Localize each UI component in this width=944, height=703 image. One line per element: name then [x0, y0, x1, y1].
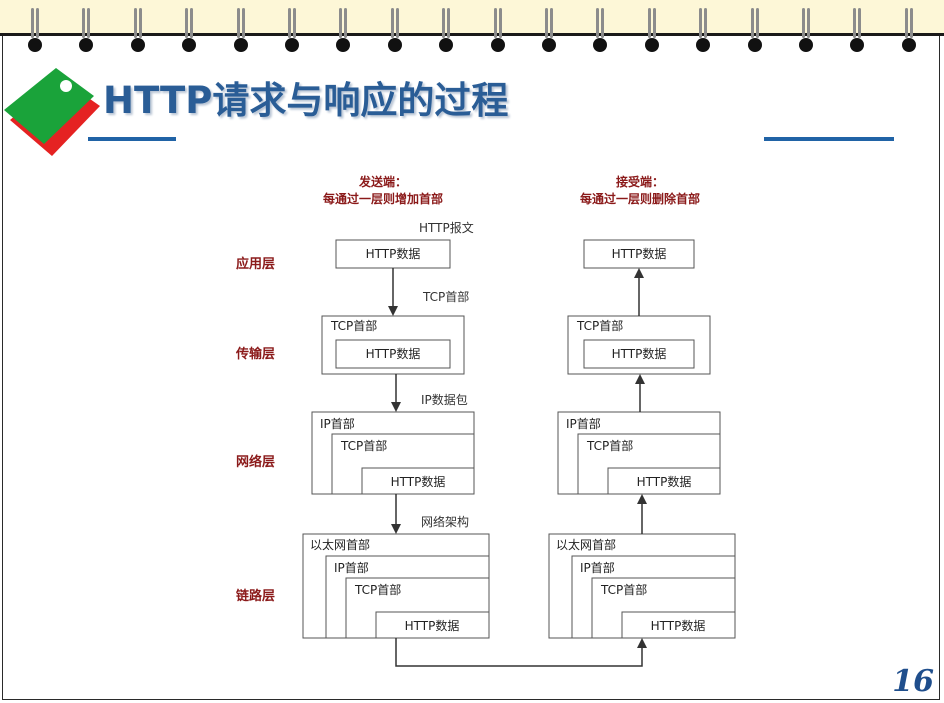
sender-network-tcp-text: TCP首部	[340, 438, 387, 453]
arrow-label-tcp-header: TCP首部	[422, 289, 469, 304]
receiver-network-tcp-text: TCP首部	[586, 438, 633, 453]
spiral-ring	[592, 8, 608, 54]
notebook-rule	[0, 33, 944, 36]
spiral-ring	[490, 8, 506, 54]
spiral-ring	[747, 8, 763, 54]
tag-icon	[4, 68, 100, 156]
receiver-link-http-text: HTTP数据	[651, 618, 706, 633]
sender-link-http-text: HTTP数据	[405, 618, 460, 633]
spiral-ring	[335, 8, 351, 54]
arrow-label-network-frame: 网络架构	[421, 514, 469, 529]
sender-caption: 每通过一层则增加首部	[323, 191, 443, 206]
spiral-ring	[849, 8, 865, 54]
sender-network-http-text: HTTP数据	[391, 474, 446, 489]
spiral-ring	[798, 8, 814, 54]
receiver-app-http-text: HTTP数据	[612, 246, 667, 261]
arrow-label-ip-packet: IP数据包	[421, 392, 468, 407]
page-number: 16	[892, 664, 934, 699]
sender-transport-http-text: HTTP数据	[366, 346, 421, 361]
sender-title: 发送端：	[358, 174, 407, 189]
receiver-title: 接受端：	[616, 174, 664, 189]
slide-border	[2, 36, 940, 700]
arrow-label-http-message: HTTP报文	[419, 220, 474, 235]
receiver-transport-http-text: HTTP数据	[612, 346, 667, 361]
title-underline-right	[764, 137, 894, 141]
spiral-ring	[130, 8, 146, 54]
sender-link-ip-text: IP首部	[334, 560, 369, 575]
receiver-link-eth-text: 以太网首部	[556, 537, 616, 552]
sender-app-http-text: HTTP数据	[366, 246, 421, 261]
notebook-top-band	[0, 0, 944, 33]
layer-label-application: 应用层	[236, 256, 275, 272]
spiral-ring	[438, 8, 454, 54]
layer-label-network: 网络层	[236, 454, 275, 470]
spiral-ring	[233, 8, 249, 54]
sender-transport-box	[321, 315, 465, 375]
sender-network-ip-text: IP首部	[320, 416, 355, 431]
spiral-ring	[387, 8, 403, 54]
receiver-transport-http-box	[583, 339, 695, 369]
sender-network-http-box	[361, 467, 475, 495]
spiral-ring	[27, 8, 43, 54]
spiral-ring	[78, 8, 94, 54]
spiral-ring	[695, 8, 711, 54]
receiver-link-http-box	[621, 611, 736, 639]
receiver-network-http-box	[607, 467, 721, 495]
slide-title: HTTP请求与响应的过程	[103, 79, 509, 122]
spiral-ring	[181, 8, 197, 54]
receiver-caption: 每通过一层则删除首部	[580, 191, 700, 206]
spiral-ring	[901, 8, 917, 54]
layer-label-link: 链路层	[235, 588, 275, 604]
receiver-network-ip-text: IP首部	[566, 416, 601, 431]
receiver-transport-tcp-text: TCP首部	[576, 318, 623, 333]
spiral-ring	[541, 8, 557, 54]
layer-label-transport: 传输层	[235, 346, 275, 362]
arrow-link-transfer	[395, 638, 647, 667]
sender-transport-tcp-text: TCP首部	[330, 318, 377, 333]
sender-link-tcp-text: TCP首部	[354, 582, 401, 597]
sender-transport-http-box	[335, 339, 451, 369]
receiver-link-tcp-text: TCP首部	[600, 582, 647, 597]
spiral-ring	[284, 8, 300, 54]
title-underline-left	[88, 137, 176, 141]
spiral-ring	[644, 8, 660, 54]
sender-link-http-box	[375, 611, 490, 639]
sender-link-eth-text: 以太网首部	[310, 537, 370, 552]
receiver-link-ip-text: IP首部	[580, 560, 615, 575]
receiver-network-http-text: HTTP数据	[637, 474, 692, 489]
